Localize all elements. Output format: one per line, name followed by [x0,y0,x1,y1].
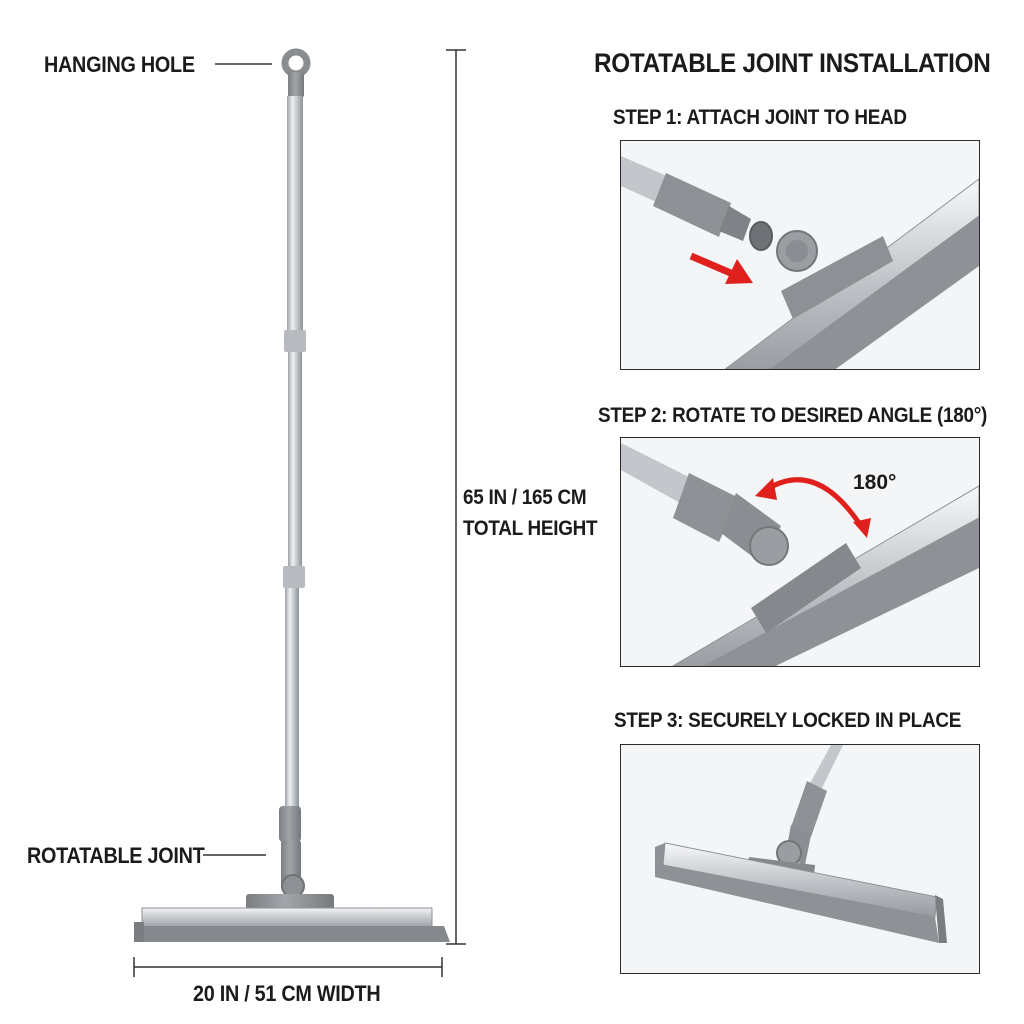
total-height-label: 65 IN / 165 CM TOTAL HEIGHT [463,482,598,544]
insert-arrow-icon [689,252,753,284]
step-3-panel [620,744,980,974]
rotatable-joint [279,806,305,898]
rotation-angle-label: 180° [853,471,896,494]
step-2-panel: 180° [620,437,980,667]
step-1-illustration [621,156,979,369]
installation-title: ROTATABLE JOINT INSTALLATION [594,48,991,78]
rotation-arrow-icon [755,477,871,538]
width-label: 20 IN / 51 CM WIDTH [193,981,381,1006]
step-1-panel [620,140,980,370]
step-2-label: STEP 2: ROTATE TO DESIRED ANGLE (180°) [598,404,988,427]
width-dimension-line [133,957,443,977]
squeegee-head [134,894,450,942]
telescopic-pole [283,96,306,812]
step-1-label: STEP 1: ATTACH JOINT TO HEAD [613,106,907,129]
hanging-hole-label: HANGING HOLE [44,52,195,77]
step-3-label: STEP 3: SECURELY LOCKED IN PLACE [614,709,962,732]
hanging-hole [281,48,311,98]
rotatable-joint-label: ROTATABLE JOINT [27,843,205,868]
step-2-illustration: 180° [621,443,979,666]
step-3-illustration [655,745,947,943]
height-caption: TOTAL HEIGHT [463,517,598,540]
height-dimension-line [446,49,466,945]
height-measure: 65 IN / 165 CM [463,486,587,509]
